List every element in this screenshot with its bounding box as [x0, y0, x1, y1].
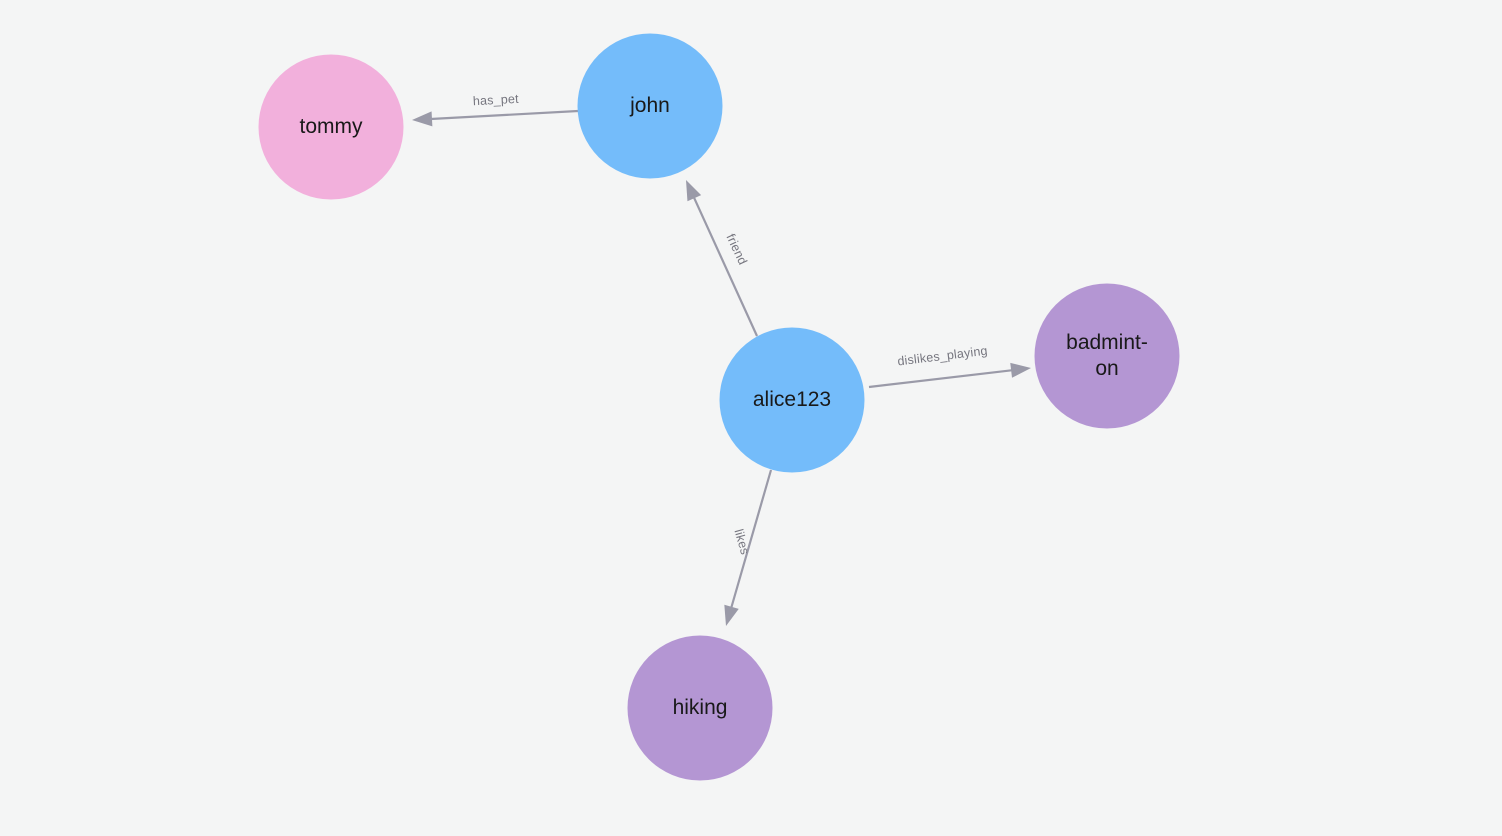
node-label: hiking — [673, 696, 728, 719]
edge-line — [691, 194, 759, 337]
graph-node-hiking[interactable]: hiking — [627, 635, 773, 781]
node-circle[interactable] — [258, 54, 404, 200]
edge-arrowhead — [686, 180, 702, 202]
edge-label: friend — [723, 232, 749, 267]
node-label-line: john — [629, 94, 670, 117]
graph-edge[interactable]: dislikes_playing — [868, 344, 1031, 389]
node-label: badmint-on — [1066, 331, 1148, 380]
node-label: tommy — [300, 115, 364, 138]
node-circle[interactable] — [719, 327, 865, 473]
edge-arrowhead — [1010, 362, 1031, 378]
node-circle[interactable] — [1034, 283, 1180, 429]
graph-node-alice123[interactable]: alice123 — [719, 327, 865, 473]
node-layer: tommy john alice123 badmint-on hiking — [258, 33, 1180, 781]
edge-label: has_pet — [473, 92, 520, 108]
node-label-line: on — [1095, 357, 1118, 380]
edge-label: dislikes_playing — [897, 344, 989, 369]
node-label-line: tommy — [300, 115, 364, 138]
node-label: john — [629, 94, 670, 117]
edge-label: likes — [732, 527, 753, 556]
edge-line — [868, 368, 1015, 389]
edge-line — [428, 109, 579, 121]
node-circle[interactable] — [577, 33, 723, 179]
node-circle[interactable] — [627, 635, 773, 781]
graph-edge[interactable]: has_pet — [412, 92, 579, 127]
graph-node-john[interactable]: john — [577, 33, 723, 179]
graph-edge[interactable]: likes — [724, 469, 773, 626]
node-label: alice123 — [753, 388, 831, 411]
graph-node-badminton[interactable]: badmint-on — [1034, 283, 1180, 429]
graph-edge[interactable]: friend — [686, 180, 759, 337]
node-label-line: hiking — [673, 696, 728, 719]
node-label-line: badmint- — [1066, 331, 1148, 354]
edge-line — [729, 469, 773, 611]
graph-node-tommy[interactable]: tommy — [258, 54, 404, 200]
edge-arrowhead — [724, 604, 739, 626]
node-label-line: alice123 — [753, 388, 831, 411]
edge-arrowhead — [412, 111, 433, 127]
